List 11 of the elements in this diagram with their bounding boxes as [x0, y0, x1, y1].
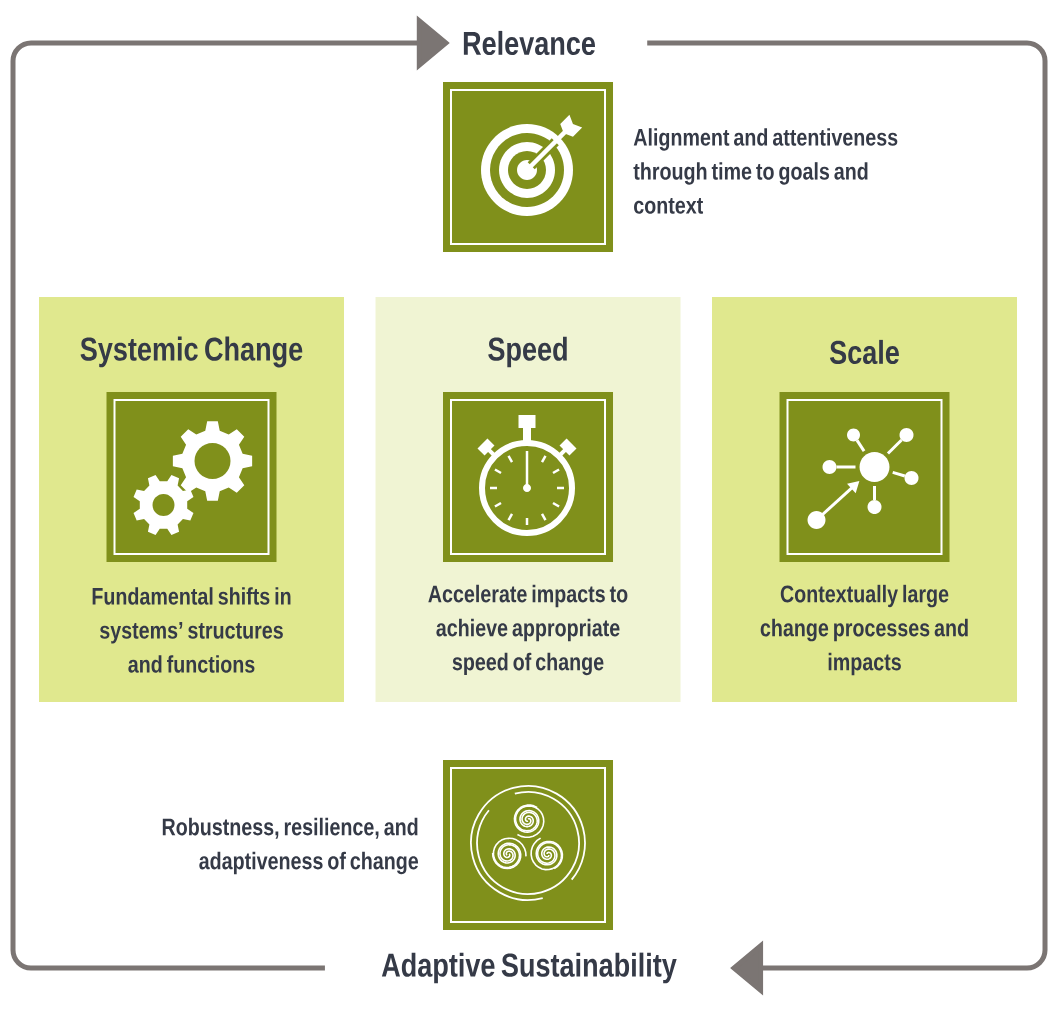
description: Robustness, resilience, and adaptiveness of change: [162, 817, 419, 875]
heading: Speed: [488, 336, 567, 368]
loop-arrow: [647, 40, 1048, 996]
description: Alignment and attentiveness through time to goals and context: [633, 128, 898, 214]
heading: Scale: [829, 339, 899, 365]
description: Fundamental shifts in systems’ structures and functions: [92, 587, 291, 673]
heading: Relevance: [463, 30, 595, 56]
description: Contextually large change processes and impacts: [760, 584, 968, 676]
heading: Adaptive Sustainability: [381, 952, 677, 984]
heading: Systemic Change: [80, 336, 303, 368]
description: Accelerate impacts to achieve appropriate speed of change: [428, 584, 628, 676]
